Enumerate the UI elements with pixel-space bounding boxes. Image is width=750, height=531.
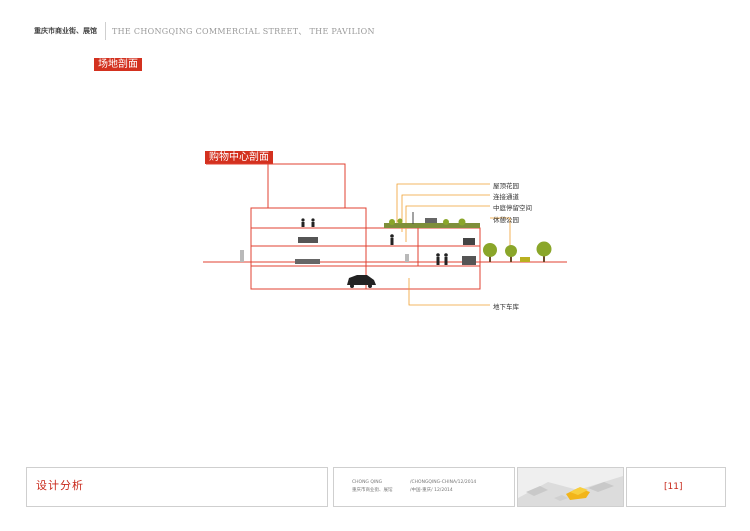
leader-roof-garden <box>396 183 490 228</box>
mall-section-tag: 购物中心剖面 <box>205 151 273 164</box>
label-roof-garden: 屋顶花园 <box>493 182 519 190</box>
footer-meta-box <box>333 467 515 507</box>
page-number: [11] <box>664 482 683 492</box>
footer-page-box <box>626 467 726 507</box>
park-trees <box>483 241 552 262</box>
mall-tag-outline <box>206 163 346 208</box>
leader-atrium <box>405 205 490 242</box>
roof-garden-greenery <box>384 212 480 228</box>
leader-rest-park <box>490 217 511 255</box>
footer-title-box <box>26 467 328 507</box>
people-figures <box>295 218 476 288</box>
label-parking: 地下车库 <box>493 303 519 311</box>
footer-title: 设计分析 <box>36 479 84 492</box>
project-title-en: THE CHONGQING COMMERCIAL STREET、 THE PAV… <box>112 27 375 36</box>
footer-thumbnail <box>517 467 624 507</box>
footer-meta-1a: CHONG QING <box>352 480 383 485</box>
label-link-passage: 连接通道 <box>493 193 519 201</box>
link-passage-outline <box>366 227 419 266</box>
header-divider <box>105 22 106 40</box>
footer-meta-1b: 重庆市商业街、展馆 <box>352 488 393 493</box>
label-rest-park: 休憩公园 <box>493 216 519 224</box>
site-section-tag: 场地剖面 <box>94 58 142 71</box>
footer-meta-2a: /CHONGQING-CHINA/12/2014 <box>410 480 477 485</box>
leader-parking <box>408 278 490 306</box>
ghost-figures <box>240 250 409 262</box>
footer-meta-2b: /中国-重庆/ 12/2014 <box>410 488 453 493</box>
site-thumbnail-image <box>518 468 623 506</box>
project-title-cn: 重庆市商业街、展馆 <box>34 27 97 35</box>
label-atrium: 中庭停留空间 <box>493 204 532 212</box>
basement-outline <box>366 266 481 290</box>
mall-outline <box>250 207 367 290</box>
